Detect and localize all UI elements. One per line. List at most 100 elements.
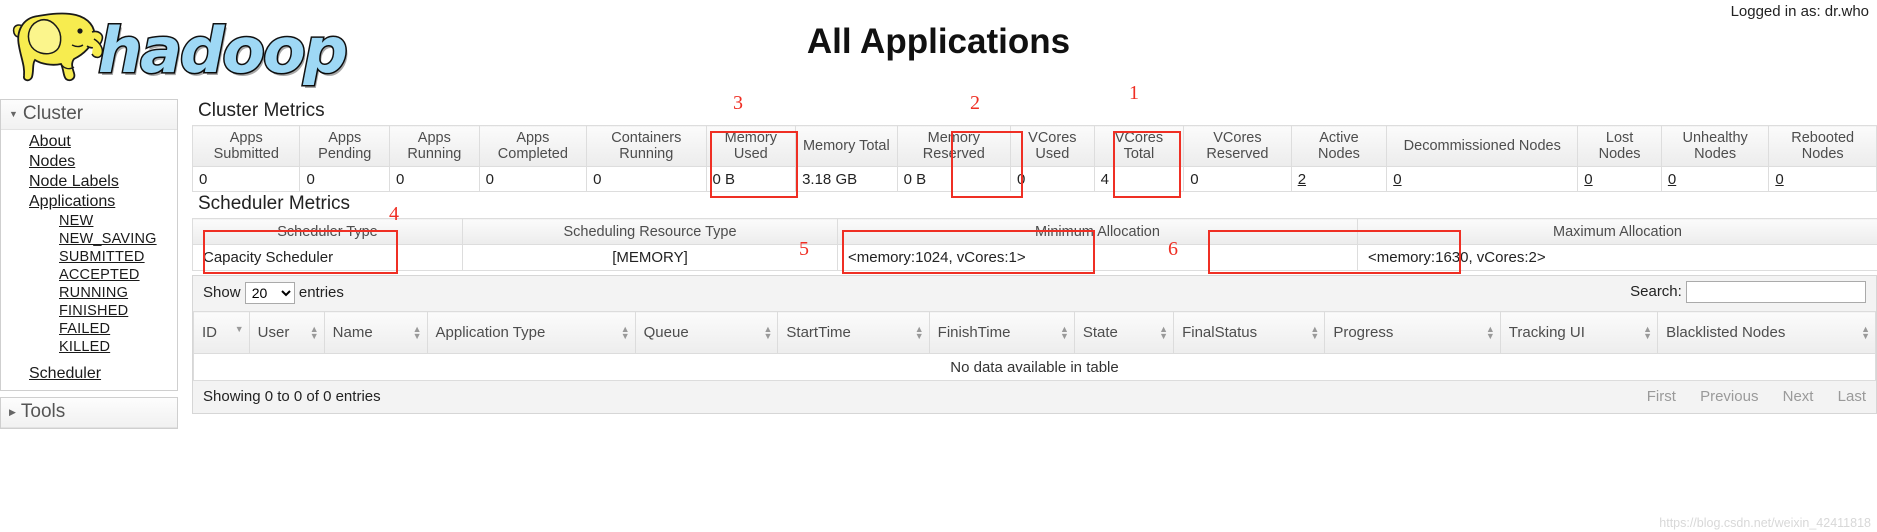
unhealthy-nodes-link[interactable]: 0	[1667, 170, 1677, 188]
sidebar: ▼Cluster About Nodes Node Labels Applica…	[0, 99, 178, 435]
applications-empty-row: No data available in table	[193, 353, 1876, 381]
col-finalstatus-label: FinalStatus	[1182, 324, 1258, 341]
col-minimum-allocation: Minimum Allocation	[837, 218, 1358, 245]
page-length-select[interactable]: 20 40 60 100	[244, 282, 295, 304]
hadoop-wordmark: hadoop	[97, 13, 350, 89]
val-unhealthy-nodes[interactable]: 0	[1660, 166, 1770, 192]
val-rebooted-nodes[interactable]: 0	[1768, 166, 1877, 192]
sort-both-icon: ▲▼	[1310, 323, 1320, 341]
sort-both-icon: ▲▼	[1485, 323, 1495, 341]
sidebar-item-node-labels[interactable]: Node Labels	[29, 173, 119, 190]
scheduler-metrics-table: Scheduler Type Scheduling Resource Type …	[192, 218, 1877, 271]
val-maximum-allocation: <memory:1630, vCores:2>	[1357, 244, 1877, 271]
val-lost-nodes[interactable]: 0	[1577, 166, 1662, 192]
col-vcores-total: VCores Total	[1093, 125, 1185, 167]
col-queue-label: Queue	[643, 324, 689, 341]
val-decommissioned-nodes[interactable]: 0	[1386, 166, 1579, 192]
col-maximum-allocation: Maximum Allocation	[1357, 218, 1877, 245]
sidebar-cluster-header[interactable]: ▼Cluster	[1, 100, 177, 130]
sidebar-item-new-saving[interactable]: NEW_SAVING	[59, 231, 157, 247]
col-memory-used: Memory Used	[705, 125, 797, 167]
col-progress-label: Progress	[1333, 324, 1394, 341]
sidebar-item-accepted[interactable]: ACCEPTED	[59, 267, 140, 283]
pager-last[interactable]: Last	[1837, 388, 1866, 405]
pager-previous[interactable]: Previous	[1700, 388, 1759, 405]
empty-message: No data available in table	[193, 353, 1876, 381]
hadoop-logo[interactable]: hadoop	[0, 0, 349, 92]
col-finishtime[interactable]: FinishTime▲▼	[928, 311, 1075, 354]
sidebar-item-failed[interactable]: FAILED	[59, 321, 111, 337]
sidebar-section-tools[interactable]: ▶ Tools	[0, 397, 178, 429]
datatable-footer: Showing 0 to 0 of 0 entries First Previo…	[193, 381, 1876, 413]
sidebar-item-nodes[interactable]: Nodes	[29, 153, 76, 170]
val-active-nodes[interactable]: 2	[1290, 166, 1388, 192]
sidebar-cluster-label: Cluster	[22, 103, 84, 124]
sidebar-tools-label: Tools	[20, 401, 66, 422]
sidebar-item-running[interactable]: RUNNING	[59, 285, 129, 301]
sort-both-icon: ▲▼	[1059, 323, 1069, 341]
lost-nodes-link[interactable]: 0	[1584, 170, 1593, 188]
triangle-right-icon: ▶	[9, 407, 16, 417]
sidebar-item-about[interactable]: About	[29, 133, 71, 150]
logged-in-user: Logged in as: dr.who	[1730, 3, 1869, 20]
datatable-info: Showing 0 to 0 of 0 entries	[203, 388, 381, 405]
col-name-label: Name	[332, 324, 373, 341]
datatable-length-control: Show 20 40 60 100 entries	[203, 282, 344, 304]
col-progress[interactable]: Progress ▲▼	[1324, 311, 1501, 354]
sidebar-item-applications[interactable]: Applications	[29, 193, 116, 210]
col-blacklisted-nodes-label: Blacklisted Nodes	[1666, 324, 1786, 341]
col-blacklisted-nodes[interactable]: Blacklisted Nodes ▲▼	[1657, 311, 1876, 354]
pager-next[interactable]: Next	[1782, 388, 1814, 405]
col-finalstatus[interactable]: FinalStatus ▲▼	[1173, 311, 1326, 354]
col-unhealthy-nodes: Unhealthy Nodes	[1660, 125, 1770, 167]
sidebar-cluster-body: About Nodes Node Labels Applications NEW…	[1, 130, 177, 390]
annotation-number-6: 6	[1168, 238, 1178, 260]
sort-desc-icon: ▼	[234, 323, 244, 334]
col-active-nodes: Active Nodes	[1290, 125, 1388, 167]
sidebar-item-scheduler[interactable]: Scheduler	[29, 365, 102, 382]
col-name[interactable]: Name ▲▼	[323, 311, 428, 354]
rebooted-nodes-link[interactable]: 0	[1775, 170, 1784, 188]
page-title: All Applications	[806, 22, 1071, 61]
sidebar-item-killed[interactable]: KILLED	[59, 339, 111, 355]
sort-both-icon: ▲▼	[309, 323, 319, 341]
annotation-number-5: 5	[799, 238, 809, 260]
annotation-number-3: 3	[733, 92, 743, 114]
scheduler-metrics-header-row: Scheduler Type Scheduling Resource Type …	[192, 218, 1877, 245]
sidebar-item-submitted[interactable]: SUBMITTED	[59, 249, 145, 265]
applications-header-row: ID▼ User▲▼ Name ▲▼ Application Type▲▼ Que…	[193, 311, 1876, 354]
cluster-metrics-title: Cluster Metrics	[198, 100, 325, 121]
col-containers-running: Containers Running	[586, 125, 707, 167]
col-queue[interactable]: Queue▲▼	[634, 311, 779, 354]
datatable-pagination: First Previous Next Last	[1627, 388, 1866, 405]
cluster-metrics-table: Apps Submitted Apps Pending Apps Running…	[191, 125, 1877, 192]
col-state[interactable]: State▲▼	[1073, 311, 1175, 354]
hadoop-elephant-logo	[12, 12, 104, 82]
pager-first[interactable]: First	[1646, 388, 1676, 405]
cluster-metrics-header-row: Apps Submitted Apps Pending Apps Running…	[191, 125, 1877, 167]
val-memory-reserved: 0 B	[896, 166, 1012, 192]
val-containers-running: 0	[586, 166, 707, 192]
watermark: https://blog.csdn.net/weixin_42411818	[1659, 516, 1871, 530]
sort-both-icon: ▲▼	[412, 323, 422, 341]
active-nodes-link[interactable]: 2	[1297, 170, 1307, 188]
col-starttime-label: StartTime	[786, 324, 851, 341]
val-vcores-total: 4	[1093, 166, 1185, 192]
col-tracking-ui[interactable]: Tracking UI▲▼	[1499, 311, 1659, 354]
val-memory-total: 3.18 GB	[795, 166, 898, 192]
col-id[interactable]: ID▼	[193, 311, 250, 354]
sidebar-item-new[interactable]: NEW	[59, 213, 94, 229]
entries-label: entries	[298, 283, 344, 301]
search-input[interactable]	[1686, 281, 1866, 303]
decommissioned-nodes-link[interactable]: 0	[1393, 170, 1402, 188]
val-vcores-used: 0	[1010, 166, 1095, 192]
col-starttime[interactable]: StartTime▲▼	[777, 311, 930, 354]
sort-both-icon: ▲▼	[1861, 323, 1870, 341]
col-apps-submitted: Apps Submitted	[191, 125, 301, 167]
col-user[interactable]: User▲▼	[248, 311, 325, 354]
val-scheduling-resource-type: [MEMORY]	[462, 244, 838, 271]
col-vcores-reserved: VCores Reserved	[1183, 125, 1292, 167]
col-application-type[interactable]: Application Type▲▼	[426, 311, 636, 354]
sidebar-tools-header[interactable]: ▶ Tools	[1, 398, 177, 428]
sidebar-item-finished[interactable]: FINISHED	[59, 303, 129, 319]
